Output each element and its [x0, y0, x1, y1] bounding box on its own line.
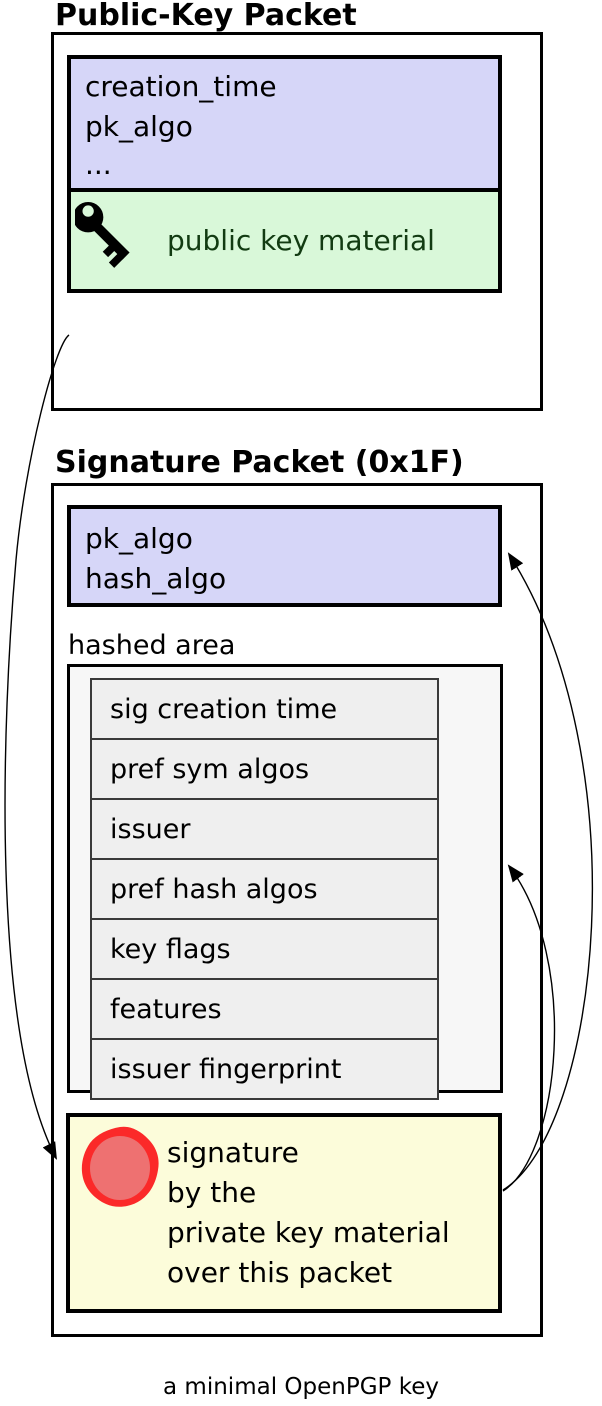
subpacket-table: sig creation time pref sym algos issuer …: [90, 678, 439, 1100]
subpacket-pref-hash-algos: pref hash algos: [92, 860, 437, 920]
field-ellipsis: ...: [85, 148, 112, 181]
signature-line-4: over this packet: [167, 1256, 393, 1289]
subpacket-features: features: [92, 980, 437, 1040]
subpacket-issuer-fingerprint: issuer fingerprint: [92, 1040, 437, 1098]
field-sig-pk-algo: pk_algo: [85, 522, 193, 555]
signature-packet-title: Signature Packet (0x1F): [55, 445, 464, 480]
hashed-area-label: hashed area: [68, 630, 236, 661]
public-key-material-label: public key material: [167, 224, 435, 257]
public-key-material-box: public key material: [67, 188, 502, 293]
diagram-caption: a minimal OpenPGP key: [163, 1374, 439, 1400]
wax-seal-icon: [81, 1126, 159, 1207]
signature-value-box: signature by the private key material ov…: [66, 1113, 502, 1313]
field-hash-algo: hash_algo: [85, 562, 227, 595]
signature-line-3: private key material: [167, 1216, 450, 1249]
subpacket-issuer: issuer: [92, 800, 437, 860]
signature-line-2: by the: [167, 1176, 257, 1209]
field-pk-algo: pk_algo: [85, 110, 193, 143]
subpacket-key-flags: key flags: [92, 920, 437, 980]
signature-header-box: pk_algo hash_algo: [67, 505, 502, 607]
subpacket-sig-creation-time: sig creation time: [92, 680, 437, 740]
public-key-packet-title: Public-Key Packet: [55, 0, 357, 33]
signature-line-1: signature: [167, 1136, 299, 1169]
key-icon: [75, 201, 130, 268]
subpacket-pref-sym-algos: pref sym algos: [92, 740, 437, 800]
field-creation-time: creation_time: [85, 70, 277, 103]
public-key-header-box: creation_time pk_algo ...: [67, 55, 502, 192]
